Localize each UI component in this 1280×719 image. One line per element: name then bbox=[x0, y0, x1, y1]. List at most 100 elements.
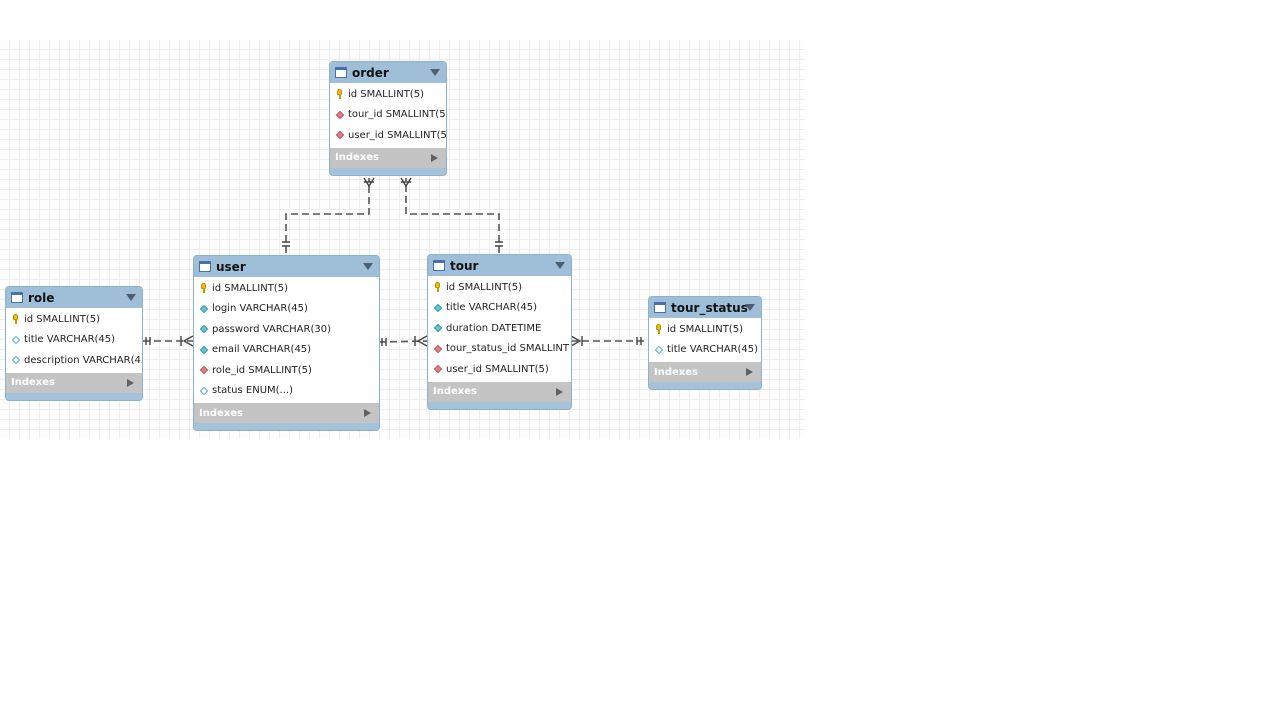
not-null-column-icon bbox=[199, 345, 209, 355]
entity-header[interactable]: order bbox=[330, 62, 446, 83]
field-list: id SMALLINT(5) title VARCHAR(45) duratio… bbox=[428, 276, 571, 382]
entity-footer bbox=[428, 401, 571, 409]
foreign-key-icon bbox=[335, 130, 345, 140]
field-row[interactable]: login VARCHAR(45) bbox=[194, 299, 379, 320]
entity-tour-status[interactable]: tour_status id SMALLINT(5) title VARCHAR… bbox=[648, 296, 762, 390]
entity-header[interactable]: tour_status bbox=[649, 297, 761, 318]
entity-tour[interactable]: tour id SMALLINT(5) title VARCHAR(45) du… bbox=[427, 254, 572, 410]
field-list: id SMALLINT(5) title VARCHAR(45) bbox=[649, 318, 761, 362]
expand-arrow-icon[interactable] bbox=[556, 387, 563, 396]
table-icon bbox=[654, 302, 666, 313]
primary-key-icon bbox=[335, 89, 345, 100]
expand-arrow-icon[interactable] bbox=[431, 153, 438, 162]
entity-role[interactable]: role id SMALLINT(5) title VARCHAR(45) de… bbox=[5, 286, 143, 401]
table-icon bbox=[335, 67, 347, 78]
not-null-column-icon bbox=[433, 303, 443, 313]
field-label: id SMALLINT(5) bbox=[24, 313, 100, 325]
entity-title: tour bbox=[450, 258, 479, 273]
field-label: duration DATETIME bbox=[446, 322, 542, 334]
field-label: title VARCHAR(45) bbox=[24, 334, 116, 346]
field-list: id SMALLINT(5) title VARCHAR(45) descrip… bbox=[6, 308, 142, 373]
field-label: status ENUM(...) bbox=[212, 385, 293, 397]
indexes-section[interactable]: Indexes bbox=[649, 362, 761, 382]
field-row[interactable]: id SMALLINT(5) bbox=[649, 319, 761, 340]
field-row[interactable]: description VARCHAR(45) bbox=[6, 350, 142, 371]
collapse-arrow-icon[interactable] bbox=[555, 262, 565, 269]
field-row[interactable]: password VARCHAR(30) bbox=[194, 319, 379, 340]
field-row[interactable]: title VARCHAR(45) bbox=[649, 340, 761, 361]
collapse-arrow-icon[interactable] bbox=[363, 263, 373, 270]
field-label: title VARCHAR(45) bbox=[667, 344, 759, 356]
nullable-column-icon bbox=[11, 335, 21, 345]
indexes-label: Indexes bbox=[335, 152, 379, 163]
entity-footer bbox=[6, 392, 142, 400]
primary-key-icon bbox=[11, 314, 21, 325]
entity-header[interactable]: tour bbox=[428, 255, 571, 276]
entity-title: user bbox=[216, 259, 246, 274]
indexes-label: Indexes bbox=[11, 377, 55, 388]
field-label: title VARCHAR(45) bbox=[446, 302, 538, 314]
entity-footer bbox=[649, 382, 761, 389]
indexes-section[interactable]: Indexes bbox=[330, 147, 446, 168]
field-label: tour_id SMALLINT(5) bbox=[348, 109, 446, 121]
field-row[interactable]: id SMALLINT(5) bbox=[428, 277, 571, 298]
entity-header[interactable]: role bbox=[6, 287, 142, 308]
indexes-label: Indexes bbox=[654, 366, 698, 378]
field-list: id SMALLINT(5) login VARCHAR(45) passwor… bbox=[194, 277, 379, 403]
foreign-key-icon bbox=[199, 365, 209, 375]
expand-arrow-icon[interactable] bbox=[364, 409, 371, 417]
entity-title: tour_status bbox=[671, 300, 748, 315]
field-row[interactable]: title VARCHAR(45) bbox=[428, 298, 571, 319]
not-null-column-icon bbox=[433, 323, 443, 333]
nullable-column-icon bbox=[654, 345, 664, 355]
field-row[interactable]: tour_status_id SMALLINT ... bbox=[428, 339, 571, 360]
entity-order[interactable]: order id SMALLINT(5) tour_id SMALLINT(5)… bbox=[329, 61, 447, 176]
field-row[interactable]: id SMALLINT(5) bbox=[194, 278, 379, 299]
entity-footer bbox=[330, 167, 446, 175]
field-row[interactable]: id SMALLINT(5) bbox=[6, 309, 142, 330]
primary-key-icon bbox=[654, 324, 664, 335]
field-label: role_id SMALLINT(5) bbox=[212, 364, 312, 376]
collapse-arrow-icon[interactable] bbox=[430, 69, 440, 76]
primary-key-icon bbox=[199, 283, 209, 294]
field-label: id SMALLINT(5) bbox=[212, 282, 288, 294]
nullable-column-icon bbox=[199, 386, 209, 396]
field-label: user_id SMALLINT(5) bbox=[446, 363, 549, 375]
table-icon bbox=[199, 261, 211, 272]
entity-title: order bbox=[352, 65, 389, 80]
entity-title: role bbox=[28, 290, 55, 305]
indexes-section[interactable]: Indexes bbox=[6, 372, 142, 393]
field-row[interactable]: user_id SMALLINT(5) bbox=[330, 125, 446, 146]
table-icon bbox=[11, 292, 23, 303]
indexes-label: Indexes bbox=[199, 407, 243, 419]
field-row[interactable]: status ENUM(...) bbox=[194, 381, 379, 402]
nullable-column-icon bbox=[11, 355, 21, 365]
entity-header[interactable]: user bbox=[194, 256, 379, 277]
collapse-arrow-icon[interactable] bbox=[126, 294, 136, 301]
field-label: id SMALLINT(5) bbox=[667, 323, 743, 335]
field-label: description VARCHAR(45) bbox=[24, 354, 142, 366]
field-row[interactable]: role_id SMALLINT(5) bbox=[194, 360, 379, 381]
field-row[interactable]: id SMALLINT(5) bbox=[330, 84, 446, 105]
field-row[interactable]: user_id SMALLINT(5) bbox=[428, 359, 571, 380]
collapse-arrow-icon[interactable] bbox=[745, 304, 755, 311]
field-row[interactable]: title VARCHAR(45) bbox=[6, 330, 142, 351]
foreign-key-icon bbox=[335, 110, 345, 120]
entity-user[interactable]: user id SMALLINT(5) login VARCHAR(45) pa… bbox=[193, 255, 380, 431]
indexes-section[interactable]: Indexes bbox=[194, 403, 379, 423]
expand-arrow-icon[interactable] bbox=[127, 378, 134, 387]
indexes-section[interactable]: Indexes bbox=[428, 381, 571, 402]
expand-arrow-icon[interactable] bbox=[746, 368, 753, 376]
field-label: id SMALLINT(5) bbox=[348, 88, 424, 100]
field-row[interactable]: tour_id SMALLINT(5) bbox=[330, 105, 446, 126]
field-row[interactable]: email VARCHAR(45) bbox=[194, 340, 379, 361]
indexes-label: Indexes bbox=[433, 386, 477, 397]
field-label: user_id SMALLINT(5) bbox=[348, 129, 446, 141]
table-icon bbox=[433, 260, 445, 271]
field-label: tour_status_id SMALLINT ... bbox=[446, 343, 571, 355]
field-row[interactable]: duration DATETIME bbox=[428, 318, 571, 339]
field-list: id SMALLINT(5) tour_id SMALLINT(5) user_… bbox=[330, 83, 446, 148]
not-null-column-icon bbox=[199, 324, 209, 334]
field-label: email VARCHAR(45) bbox=[212, 344, 312, 356]
foreign-key-icon bbox=[433, 344, 443, 354]
